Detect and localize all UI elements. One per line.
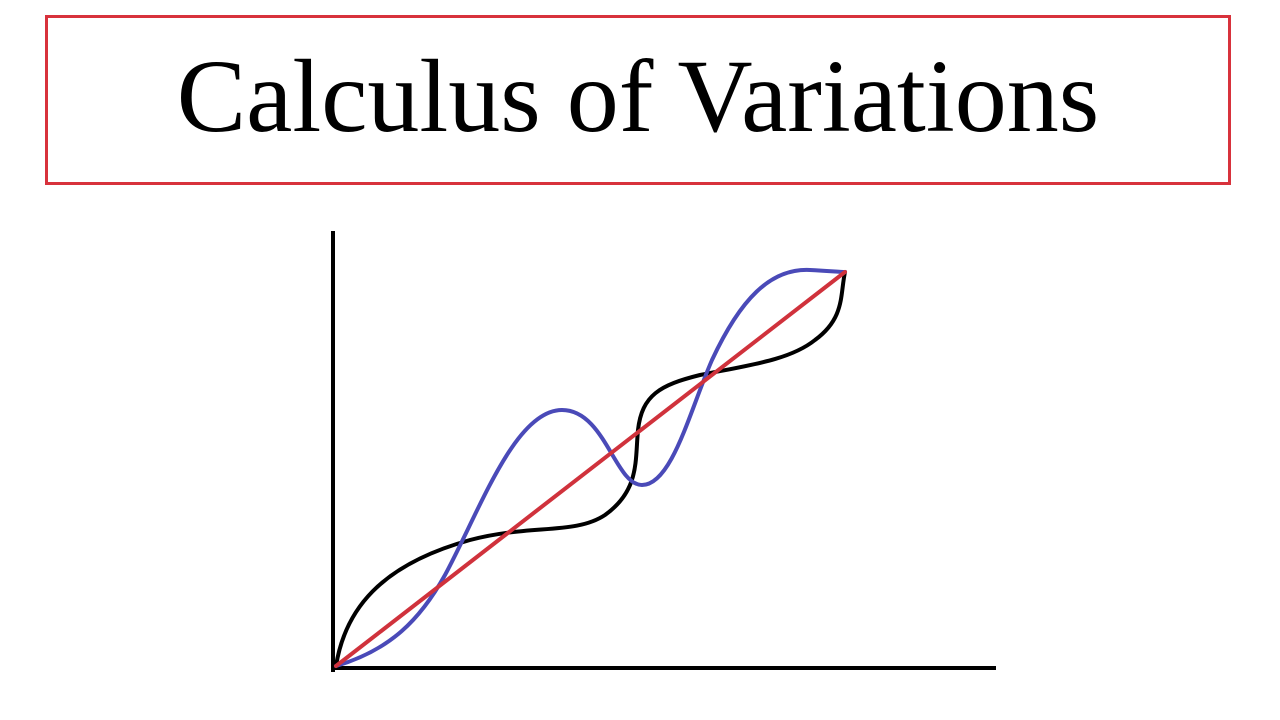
curve-blue xyxy=(334,267,847,668)
curve-black xyxy=(334,270,847,668)
title-box: Calculus of Variations xyxy=(45,15,1231,185)
curve-red xyxy=(334,270,847,668)
page-title: Calculus of Variations xyxy=(176,39,1100,154)
